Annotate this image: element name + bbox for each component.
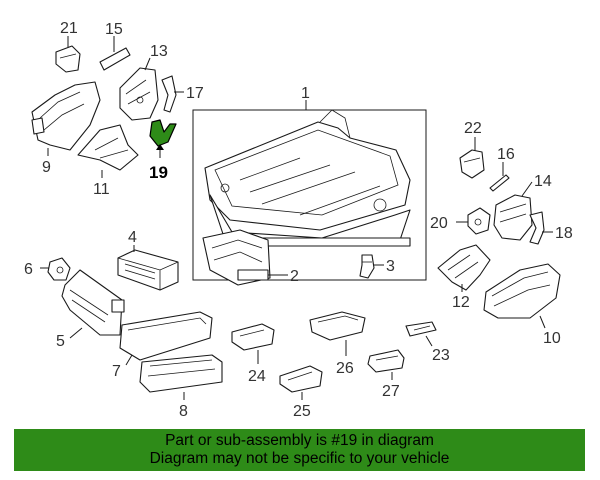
part-17-strap[interactable]: [161, 75, 177, 113]
part-16-rod[interactable]: [489, 174, 510, 192]
callout-24: 24: [248, 368, 266, 385]
part-7-trim-panel[interactable]: [119, 311, 213, 361]
part-23-clip[interactable]: [405, 321, 437, 337]
callout-16: 16: [497, 146, 515, 163]
banner-line-2: Diagram may not be specific to your vehi…: [149, 450, 450, 467]
part-21-clip[interactable]: [55, 45, 81, 73]
part-20-clip[interactable]: [467, 207, 491, 235]
callout-14: 14: [534, 173, 552, 190]
callout-4: 4: [128, 229, 137, 246]
callout-26: 26: [336, 360, 354, 377]
callout-2: 2: [290, 268, 299, 285]
part-3-bracket[interactable]: [359, 254, 375, 279]
callout-25: 25: [293, 403, 311, 420]
part-6-cap[interactable]: [47, 257, 71, 281]
part-25-plate[interactable]: [279, 365, 323, 393]
callout-15: 15: [105, 21, 123, 38]
callout-3: 3: [386, 258, 395, 275]
part-14-housing[interactable]: [493, 194, 533, 241]
callout-12: 12: [452, 294, 470, 311]
part-18-strap[interactable]: [529, 211, 545, 245]
callout-9: 9: [42, 159, 51, 176]
callout-5: 5: [56, 333, 65, 350]
part-24-plate[interactable]: [231, 323, 275, 351]
part-19-highlighted-bracket[interactable]: [149, 119, 177, 147]
callout-7: 7: [112, 363, 121, 380]
callout-17: 17: [186, 85, 204, 102]
callout-21: 21: [60, 20, 78, 37]
part-27-plate[interactable]: [367, 349, 405, 373]
callout-1: 1: [301, 85, 310, 102]
callout-19: 19: [149, 163, 168, 182]
part-4-module[interactable]: [117, 249, 179, 291]
part-13-housing[interactable]: [119, 67, 159, 121]
callout-10: 10: [543, 330, 561, 347]
part-15-strip[interactable]: [99, 47, 131, 71]
highlight-info-banner: Part or sub-assembly is #19 in diagram D…: [14, 429, 585, 471]
part-8-lower-trim[interactable]: [139, 354, 223, 393]
callout-11: 11: [93, 181, 110, 198]
part-26-tray[interactable]: [309, 311, 366, 341]
banner-line-1: Part or sub-assembly is #19 in diagram: [165, 432, 434, 449]
part-12-bracket[interactable]: [437, 244, 491, 291]
part-22-bracket[interactable]: [459, 149, 485, 179]
callout-27: 27: [382, 383, 400, 400]
callout-23: 23: [432, 347, 450, 364]
callout-22: 22: [464, 120, 482, 137]
callout-13: 13: [150, 43, 168, 60]
part-9-cover[interactable]: [31, 81, 101, 151]
callout-18: 18: [555, 225, 573, 242]
callout-6: 6: [24, 261, 33, 278]
part-5-side-shield[interactable]: [61, 269, 125, 336]
part-10-side-cover[interactable]: [483, 263, 561, 319]
callout-20: 20: [430, 215, 448, 232]
part-11-bracket[interactable]: [77, 124, 139, 171]
callout-8: 8: [179, 403, 188, 420]
part-2-adjuster-track[interactable]: [202, 229, 271, 286]
